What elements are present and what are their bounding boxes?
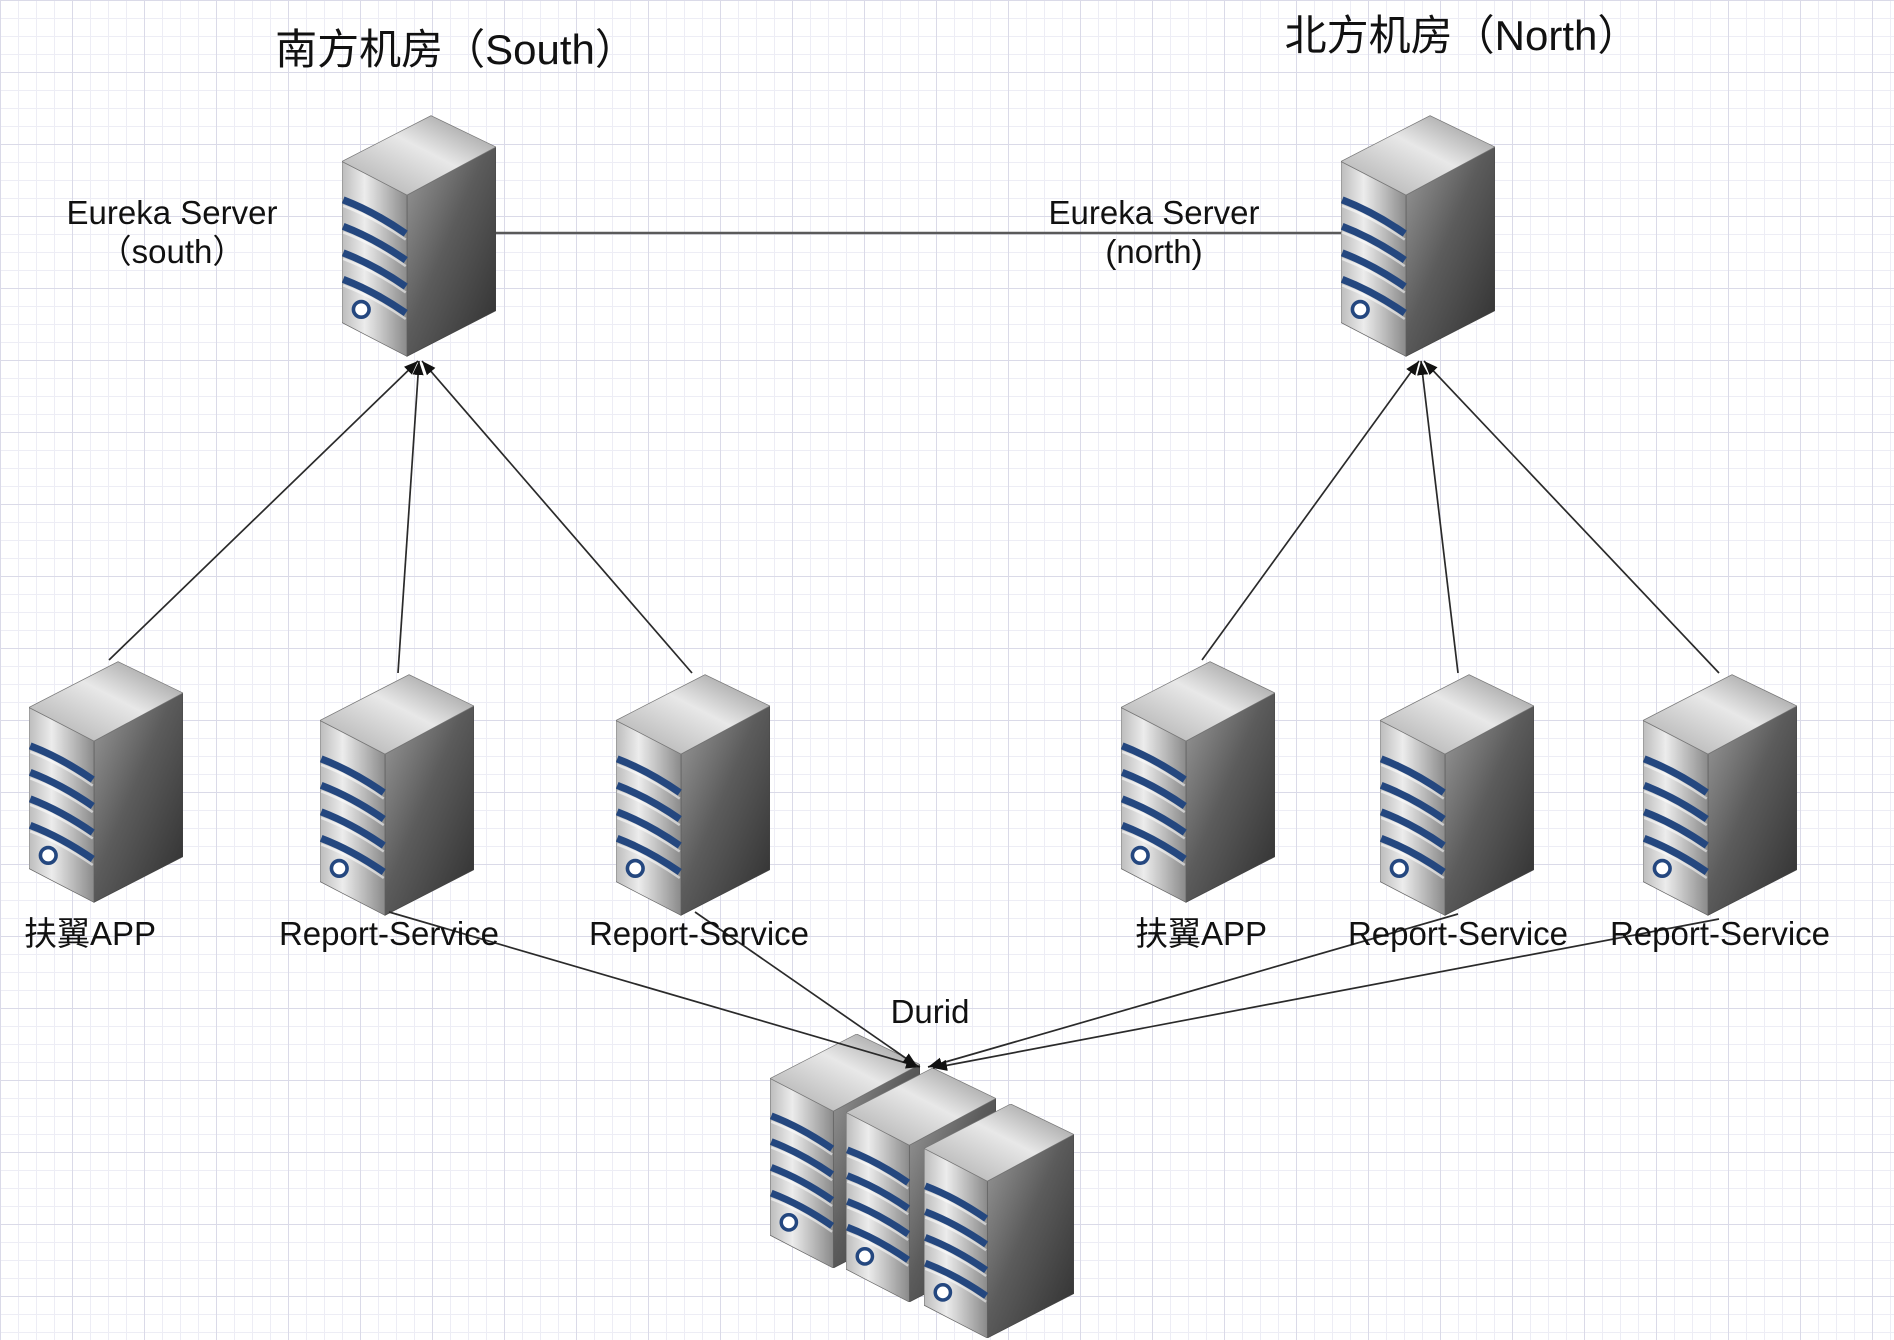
eureka-server-south-server-icon — [342, 116, 496, 357]
north-fuyi-app-label: 扶翼APP — [1135, 915, 1267, 952]
north-report-service-2-server-icon — [1643, 675, 1797, 916]
edge-north-report-2-to-durid — [932, 918, 1720, 1071]
edge-south-report-1-to-eureka — [397, 360, 424, 674]
edge-north-report-2-to-eureka — [1423, 360, 1720, 674]
south-registration-edges — [108, 360, 693, 674]
durid-write-edges — [388, 911, 1720, 1071]
south-report-service-1-server-icon — [320, 675, 474, 916]
south-fuyi-app-server-icon — [29, 662, 183, 903]
north-registration-edges — [1201, 360, 1720, 674]
south-region-title: 南方机房（South） — [275, 26, 637, 73]
south-fuyi-app-label: 扶翼APP — [24, 915, 156, 952]
north-region-nodes — [1121, 116, 1797, 916]
edge-north-report-1-to-durid — [927, 913, 1459, 1069]
edge-south-report-2-to-durid — [694, 911, 918, 1067]
eureka-north-label-line1: Eureka Server — [1049, 194, 1260, 231]
edge-south-app-to-eureka — [108, 360, 419, 661]
north-report-service-1-server-icon — [1380, 675, 1534, 916]
durid-cluster — [770, 1034, 1074, 1338]
edge-south-report-1-to-durid — [388, 911, 921, 1069]
edge-south-report-2-to-eureka — [421, 360, 693, 674]
durid-node-3-server-icon — [924, 1104, 1074, 1338]
south-report-service-1-label: Report-Service — [279, 915, 499, 952]
south-report-service-2-server-icon — [616, 675, 770, 916]
eureka-server-north-server-icon — [1341, 116, 1495, 357]
north-region-title: 北方机房（North） — [1285, 12, 1640, 59]
south-report-service-2-label: Report-Service — [589, 915, 809, 952]
eureka-north-label-line2: (north) — [1105, 233, 1202, 270]
north-fuyi-app-server-icon — [1121, 662, 1275, 903]
north-report-service-1-label: Report-Service — [1348, 915, 1568, 952]
eureka-south-label-line2: （south） — [99, 233, 246, 270]
edge-north-report-1-to-eureka — [1417, 360, 1459, 674]
durid-label: Durid — [891, 993, 970, 1030]
eureka-south-label-line1: Eureka Server — [67, 194, 278, 231]
edge-north-app-to-eureka — [1201, 360, 1420, 661]
north-report-service-2-label: Report-Service — [1610, 915, 1830, 952]
